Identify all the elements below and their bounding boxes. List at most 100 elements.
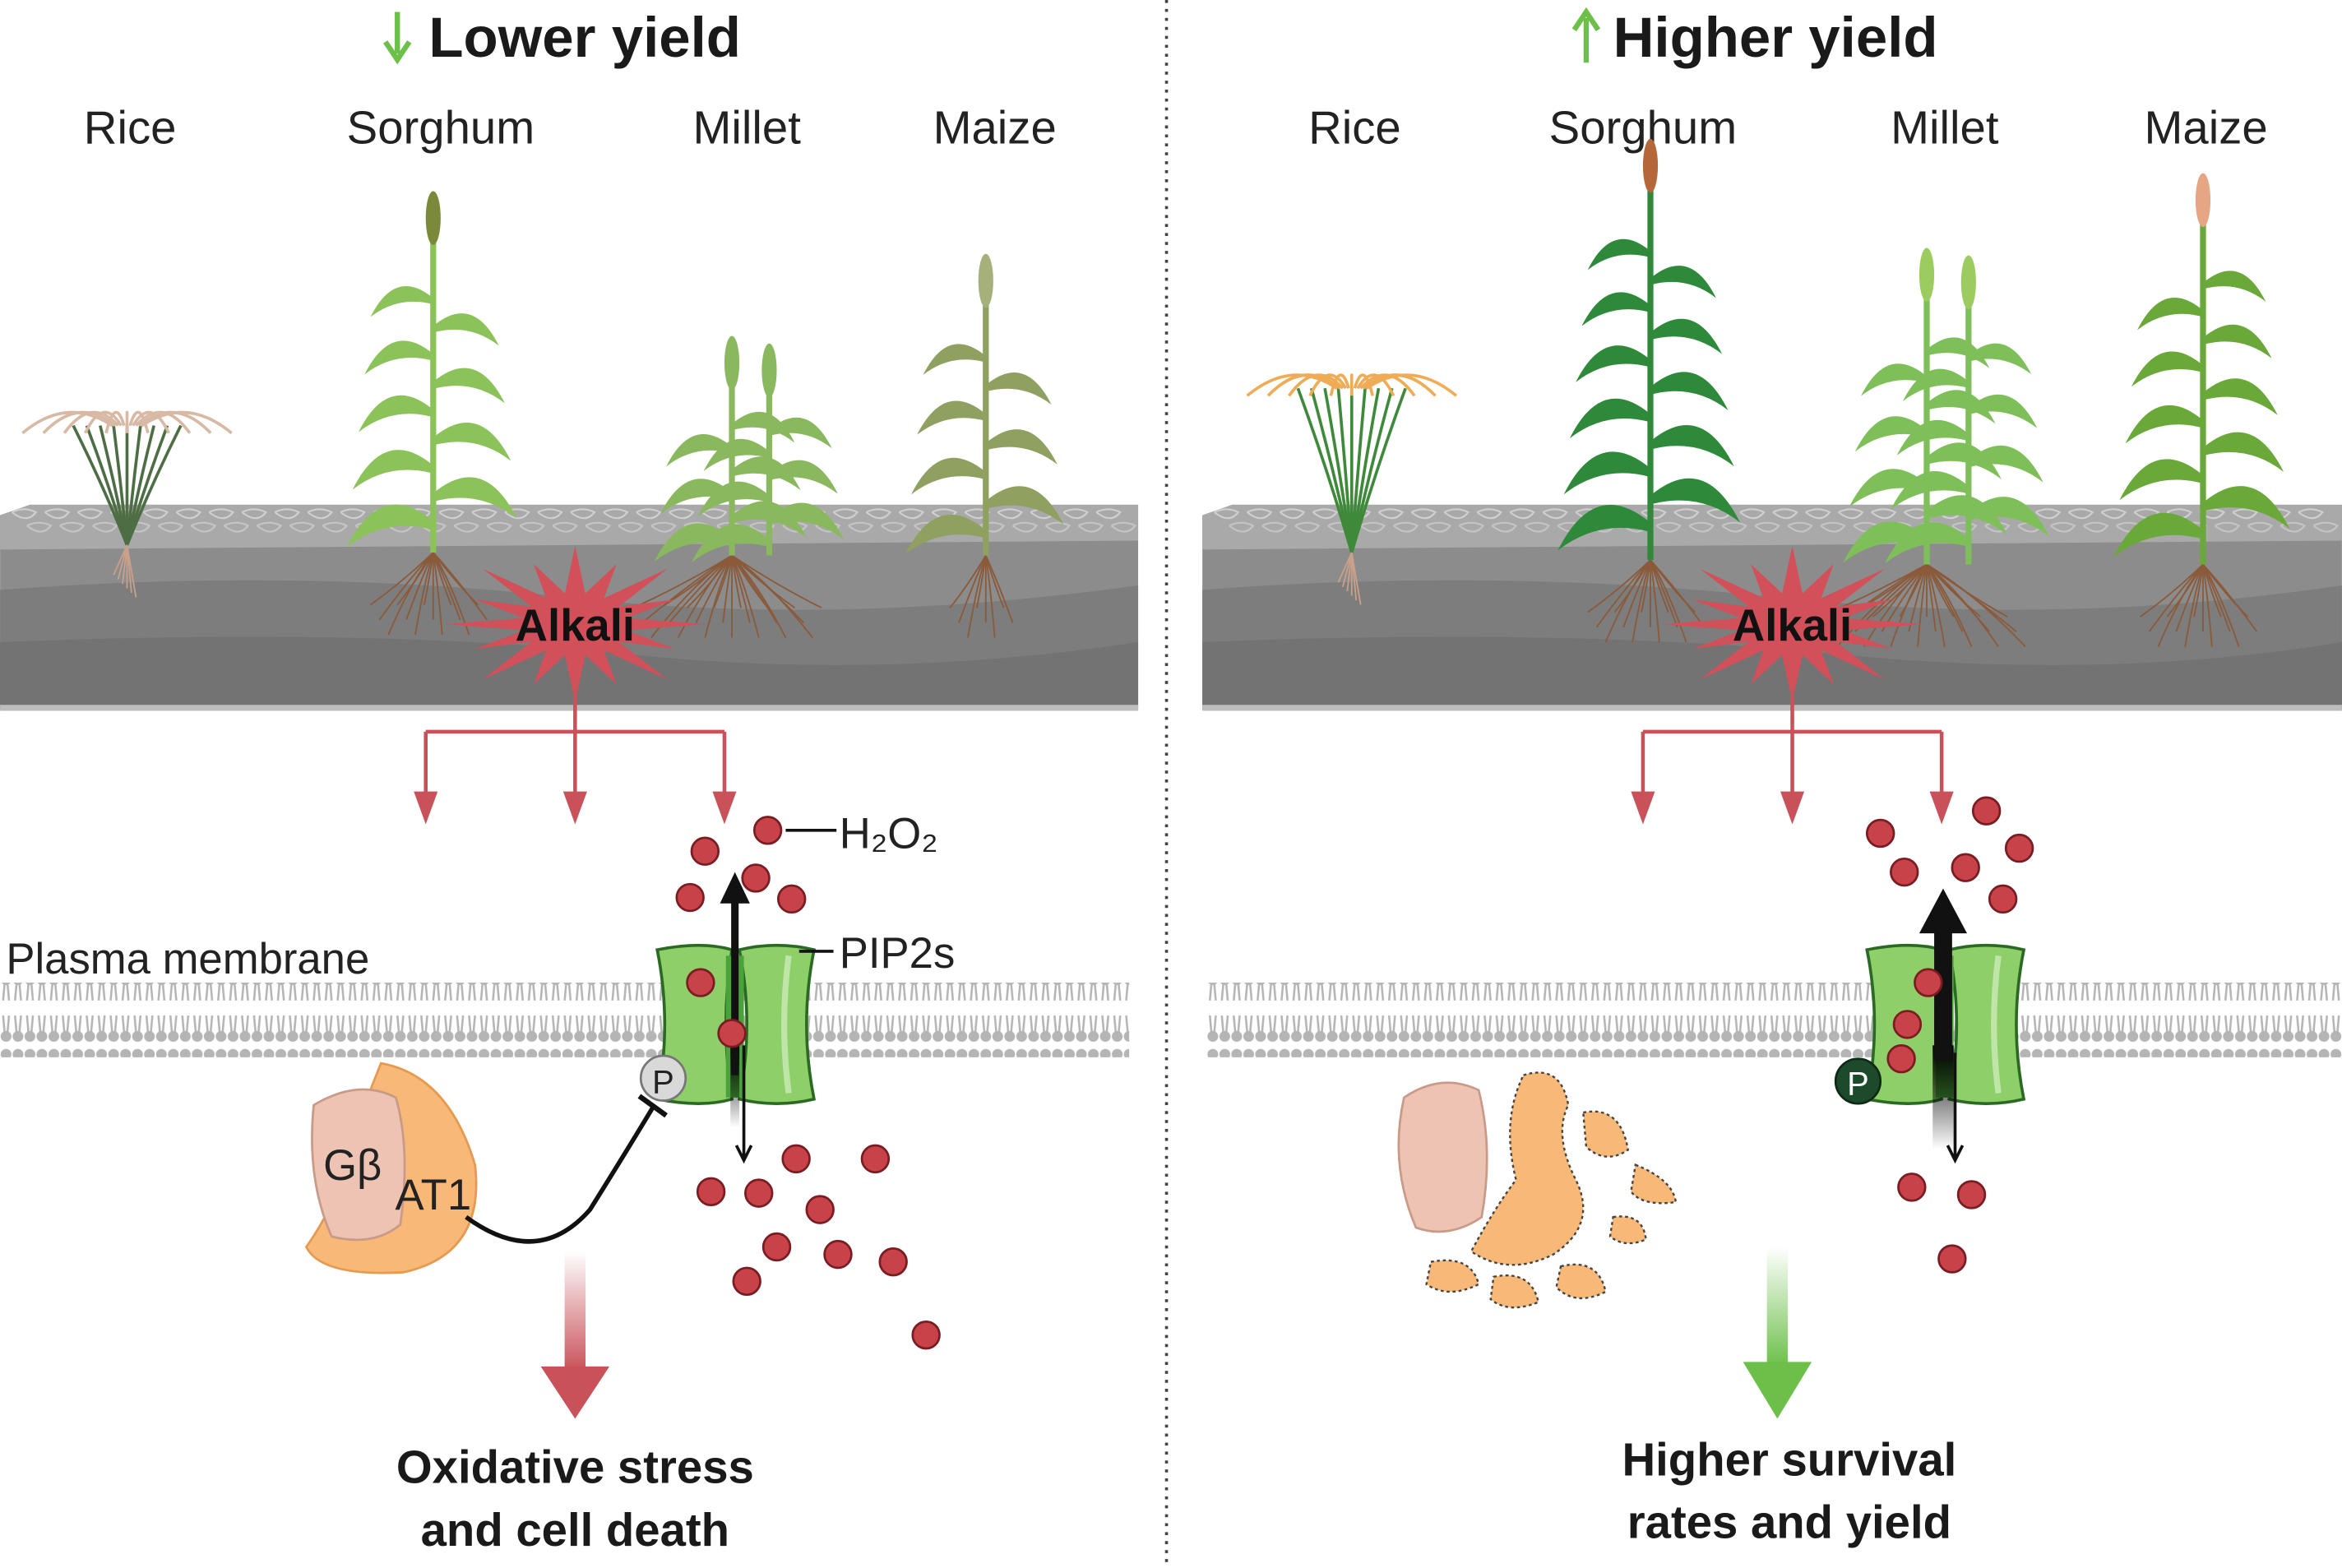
right-phospho-label: P	[1847, 1066, 1869, 1102]
plant-root	[1632, 559, 1651, 643]
soil-crack	[1542, 508, 1568, 520]
arrow-down-icon	[383, 12, 412, 65]
soil-crack	[537, 508, 563, 520]
soil-crack	[1476, 508, 1503, 520]
gbeta-protein	[1397, 1081, 1488, 1233]
rice-plant	[21, 410, 233, 598]
degraded-at1-fragments	[1425, 1071, 1678, 1309]
soil-crack	[438, 508, 465, 520]
left-outcome-line1: Oxidative stress	[396, 1441, 754, 1492]
gbeta-protein	[311, 1088, 406, 1242]
plant-leaf	[2119, 459, 2203, 501]
soil-crack	[898, 508, 925, 520]
plant-leaf	[654, 523, 733, 562]
soil-crack	[1491, 521, 1518, 533]
rice-panicle	[1246, 373, 1338, 397]
plant-root	[1926, 563, 1973, 647]
h2o2-molecule-dot	[717, 1019, 747, 1048]
soil-crack	[92, 521, 118, 533]
plant-leaf	[433, 477, 517, 519]
plant-root	[1872, 563, 1928, 617]
plant-leaf	[905, 514, 986, 555]
right-outcome-line2: rates and yield	[1627, 1496, 1951, 1548]
plant-leaf	[2202, 486, 2290, 529]
plant-root	[2202, 563, 2258, 632]
h2o2-molecule-dot	[1988, 884, 2018, 914]
plant-grain-head	[1642, 138, 1659, 193]
plant-root	[731, 554, 822, 609]
rice-panicle	[1288, 373, 1345, 397]
plant-leaf	[985, 429, 1058, 465]
soil-crack	[650, 521, 677, 533]
plant-root	[958, 555, 987, 623]
arrow-up-icon	[1571, 7, 1601, 63]
h2o2-molecule-dot	[761, 1232, 792, 1262]
plant-root	[669, 554, 733, 623]
plant-leaf	[1650, 318, 1723, 354]
soil-crack	[1229, 521, 1255, 533]
plant-leaf	[1557, 505, 1650, 551]
gbeta-label: Gβ	[323, 1141, 382, 1190]
soil-crack	[241, 508, 268, 520]
plant-root	[967, 555, 987, 638]
right-degraded-complex	[1397, 1071, 1678, 1309]
h2o2-molecule-dot	[805, 1195, 835, 1224]
plant-leaf	[1854, 416, 1927, 452]
pip2s-label: PIP2s	[840, 929, 955, 978]
right-outcome-line1: Higher survival	[1622, 1433, 1957, 1485]
soil-crack	[190, 521, 217, 533]
plant-root	[1917, 564, 1928, 647]
soil-crack	[1377, 508, 1405, 520]
plant-leaf	[1885, 522, 1969, 564]
rice-panicle	[128, 410, 150, 434]
sorghum-plant	[346, 191, 517, 636]
plant-root	[949, 555, 987, 608]
plant-root	[432, 552, 443, 635]
soil-crack	[1443, 508, 1470, 520]
plant-root	[117, 544, 128, 580]
plant-root	[414, 552, 434, 636]
plant-leaf	[1926, 390, 1996, 424]
left-crop-sorghum-label: Sorghum	[347, 101, 535, 153]
soil-crack	[1509, 508, 1535, 520]
plant-leaf	[1926, 337, 1990, 368]
plant-leaf	[732, 411, 795, 443]
soil-crack	[1110, 521, 1137, 533]
plant-root	[731, 555, 760, 638]
soil-crack	[1213, 508, 1240, 520]
h2o2-molecule-dot	[690, 836, 720, 866]
plant-leaf	[1587, 238, 1650, 271]
soil-crack	[26, 521, 53, 533]
at1-label: AT1	[395, 1171, 471, 1219]
plant-leaf	[1891, 471, 1969, 510]
soil-crack	[2133, 508, 2160, 520]
plant-leaf	[769, 460, 838, 494]
plant-root	[396, 552, 434, 606]
soil-crack	[2067, 508, 2094, 520]
right-crop-rice-label: Rice	[1308, 101, 1401, 153]
plant-leaf	[2202, 432, 2284, 472]
soil-crack	[1095, 508, 1122, 520]
rice-panicle	[1308, 373, 1348, 397]
plant-root	[1650, 559, 1706, 628]
soil-crack	[2312, 521, 2340, 533]
plant-leaf	[2125, 405, 2203, 444]
plant-root	[2193, 564, 2204, 617]
soil-crack	[289, 521, 316, 533]
soil-crack	[256, 521, 283, 533]
soil-crack	[1246, 508, 1273, 520]
h2o2-molecule-dot	[1937, 1244, 1967, 1274]
efflux-arrow-icon	[1918, 888, 1968, 934]
plant-root	[113, 544, 128, 576]
plant-leaf	[2113, 512, 2203, 557]
plant-leaf	[692, 524, 770, 562]
rice-panicle	[1365, 373, 1458, 397]
h2o2-molecule-dot	[686, 968, 715, 997]
soil-crack	[585, 521, 611, 533]
plant-leaf	[2131, 351, 2203, 387]
soil-crack	[519, 521, 545, 533]
plant-leaf	[923, 344, 986, 375]
plant-root	[976, 555, 987, 608]
phosphate-icon	[1834, 1057, 1882, 1105]
